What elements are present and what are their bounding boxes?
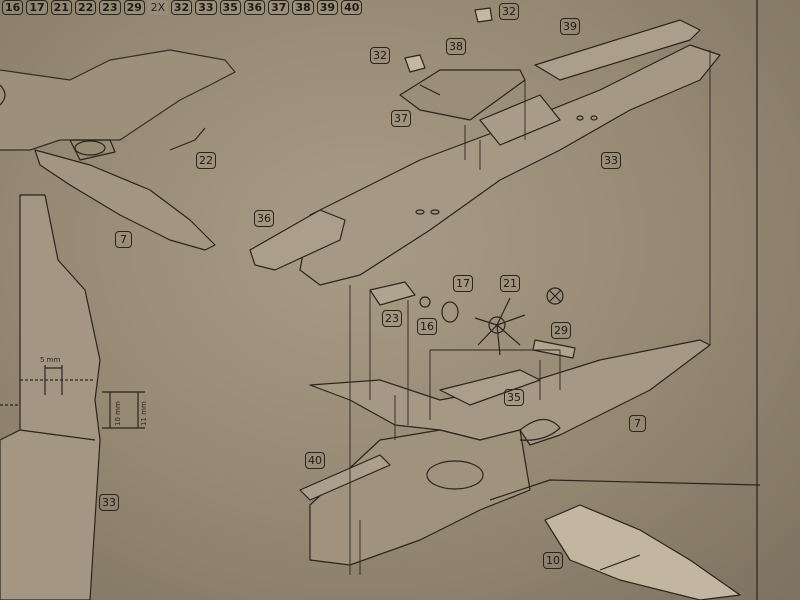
callout-16: 16 [417, 318, 437, 335]
callout-40: 40 [305, 452, 325, 469]
callout-32-top: 32 [499, 3, 519, 20]
callout-35: 35 [504, 389, 524, 406]
part-chip: 37 [268, 0, 290, 15]
callout-33-right: 33 [601, 152, 621, 169]
part-chip: 29 [123, 0, 145, 15]
lower-wing-assembly [299, 339, 711, 566]
part-chip: 21 [50, 0, 72, 15]
callout-36: 36 [254, 210, 274, 227]
part-chip: 32 [170, 0, 193, 15]
dimension-height-10-label: 10 mm [114, 401, 122, 426]
guide-lines [349, 50, 711, 575]
callout-39: 39 [560, 18, 580, 35]
stabilizer-part [489, 479, 761, 600]
callout-37: 37 [391, 110, 411, 127]
callout-33-left: 33 [99, 494, 119, 511]
part-chip: 39 [316, 0, 339, 15]
callout-32-left: 32 [370, 47, 390, 64]
frame-border [756, 0, 758, 600]
upper-wing-assembly [249, 19, 721, 286]
callout-38: 38 [446, 38, 466, 55]
part-chip: 38 [292, 0, 314, 15]
part-chip: 36 [243, 0, 266, 15]
quantity-label: 2X [147, 0, 168, 15]
parts-number-strip: 16 17 21 22 23 29 2X 32 33 35 36 37 38 3… [0, 0, 363, 16]
part-chip: 35 [219, 0, 241, 15]
callout-29: 29 [551, 322, 571, 339]
dimension-width-label: 5 mm [40, 356, 61, 364]
part-chip: 33 [195, 0, 217, 15]
callout-7-left: 7 [115, 231, 132, 248]
dimension-height-11-label: 11 mm [140, 401, 148, 426]
callout-21: 21 [500, 275, 520, 292]
lower-wing-top-left [0, 49, 236, 251]
left-fin-profile [0, 194, 145, 600]
part-chip: 17 [26, 0, 48, 15]
callout-22: 22 [196, 152, 216, 169]
part-chip: 16 [2, 0, 24, 15]
callout-10: 10 [543, 552, 563, 569]
callout-17: 17 [453, 275, 473, 292]
callout-7-right: 7 [629, 415, 646, 432]
part-chip: 22 [74, 0, 97, 15]
part-chip: 40 [341, 0, 363, 15]
small-parts [369, 7, 576, 359]
callout-23: 23 [382, 310, 402, 327]
part-chip: 23 [99, 0, 121, 15]
